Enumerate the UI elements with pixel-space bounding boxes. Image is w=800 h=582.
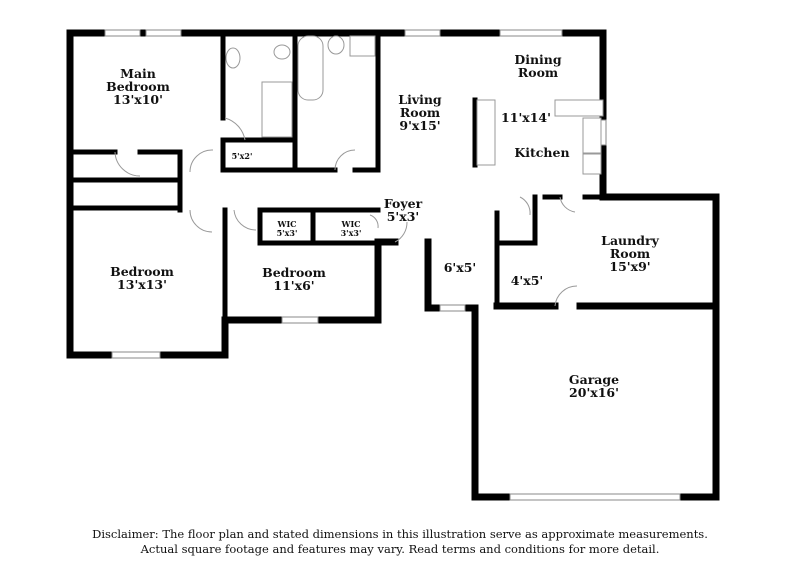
main-bedroom-dims: 13'x10' <box>113 92 163 107</box>
kitchen-name: Kitchen <box>514 145 569 160</box>
doors <box>114 117 578 307</box>
dining-room-name: Room <box>518 65 558 80</box>
wic-dims: 3'x3' <box>341 228 362 238</box>
fixtures <box>225 35 604 175</box>
main-bedroom-name: Bedroom <box>106 79 170 94</box>
windows <box>104 29 681 501</box>
disclaimer-line-1: Disclaimer: The floor plan and stated di… <box>92 527 708 541</box>
kitchen-dims: 11'x14' <box>501 110 551 125</box>
bath-closet-dims: 5'x2' <box>232 151 253 161</box>
disclaimer-line-2: Actual square footage and features may v… <box>140 542 660 556</box>
garage-dims: 20'x16' <box>569 385 619 400</box>
bedroom-dims: 11'x6' <box>273 278 314 293</box>
bedroom-dims: 13'x13' <box>117 277 167 292</box>
laundry-room-name: Laundry <box>601 233 659 248</box>
bedroom-name: Bedroom <box>110 264 174 279</box>
wic-name: WIC <box>340 219 360 229</box>
living-room-name: Living <box>398 92 442 107</box>
living-room-name: Room <box>400 105 440 120</box>
closet-dims: 4'x5' <box>511 273 544 288</box>
laundry-room-dims: 15'x9' <box>609 259 650 274</box>
foyer-name: Foyer <box>384 196 423 211</box>
garage-name: Garage <box>569 372 619 387</box>
living-room-dims: 9'x15' <box>399 118 440 133</box>
wic-name: WIC <box>276 219 296 229</box>
wic-dims: 5'x3' <box>277 228 298 238</box>
floor-plan: Main Bedroom 13'x10' 5'x2' Living Room 9… <box>66 29 720 501</box>
bedroom-name: Bedroom <box>262 265 326 280</box>
foyer-dims: 5'x3' <box>387 209 420 224</box>
laundry-room-name: Room <box>610 246 650 261</box>
hall-dims: 6'x5' <box>444 260 477 275</box>
main-bedroom-name: Main <box>120 66 156 81</box>
dining-room-name: Dining <box>514 52 562 67</box>
room-labels: Main Bedroom 13'x10' 5'x2' Living Room 9… <box>106 52 659 400</box>
